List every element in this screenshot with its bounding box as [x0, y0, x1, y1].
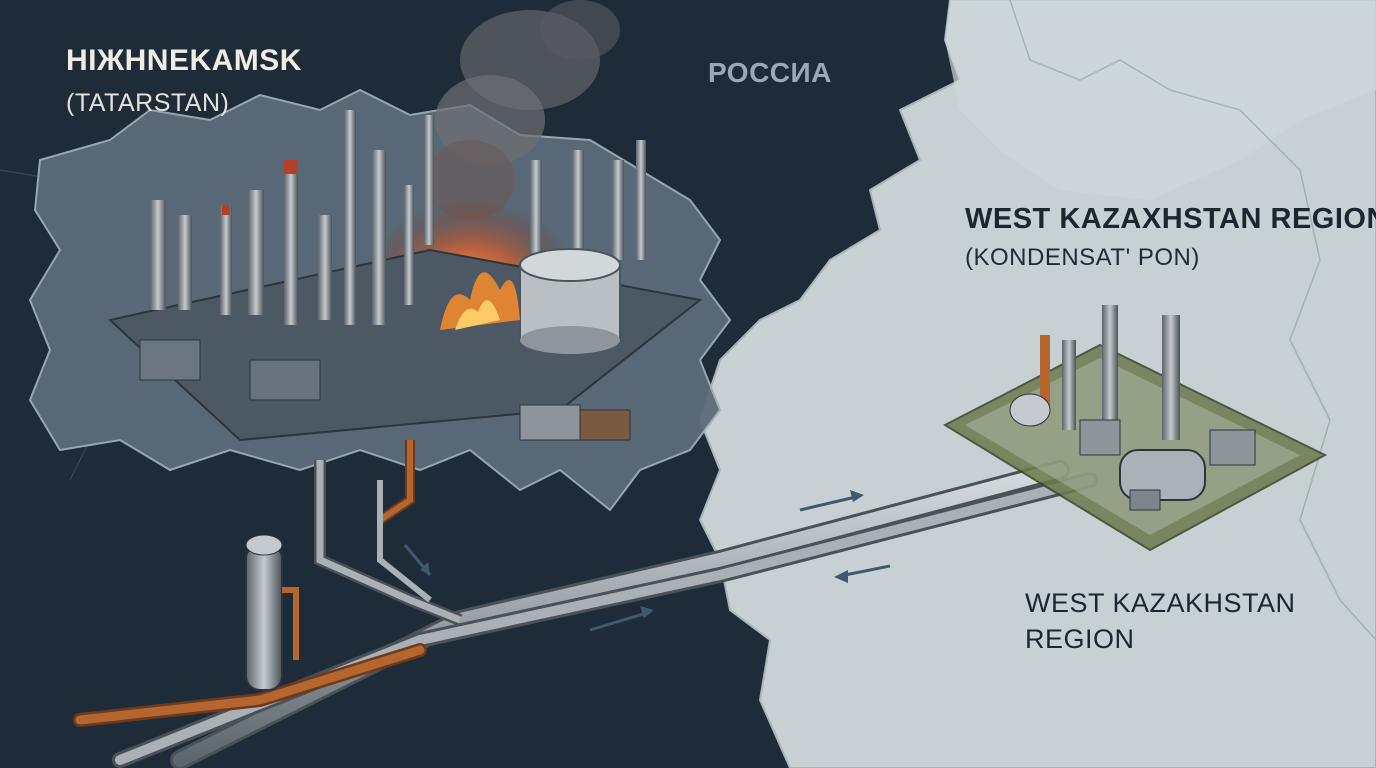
border-line	[1009, 0, 1376, 641]
wkr-subtitle: (KONDENSAT' PON)	[965, 244, 1200, 271]
nizhnekamsk-subtitle: (TATARSTAN)	[66, 89, 230, 117]
country-label-russia: РОССИА	[708, 57, 832, 88]
arrow-icon	[403, 490, 891, 632]
wkr-title: WEST KAZAXHSTAN REGION	[965, 203, 1376, 235]
wkr-lower-line2: REGION	[1025, 624, 1135, 654]
russia-land	[945, 0, 1376, 200]
wkr-lower-line1: WEST KAZAKHSTAN	[1025, 588, 1296, 618]
nizhnekamsk-title: HIЖHNEKAMSK	[66, 44, 302, 77]
pipeline-network	[73, 440, 1098, 768]
column-tank-icon	[245, 534, 299, 691]
refinery-on-fire-icon	[107, 0, 703, 442]
refinery-icon	[942, 305, 1328, 552]
